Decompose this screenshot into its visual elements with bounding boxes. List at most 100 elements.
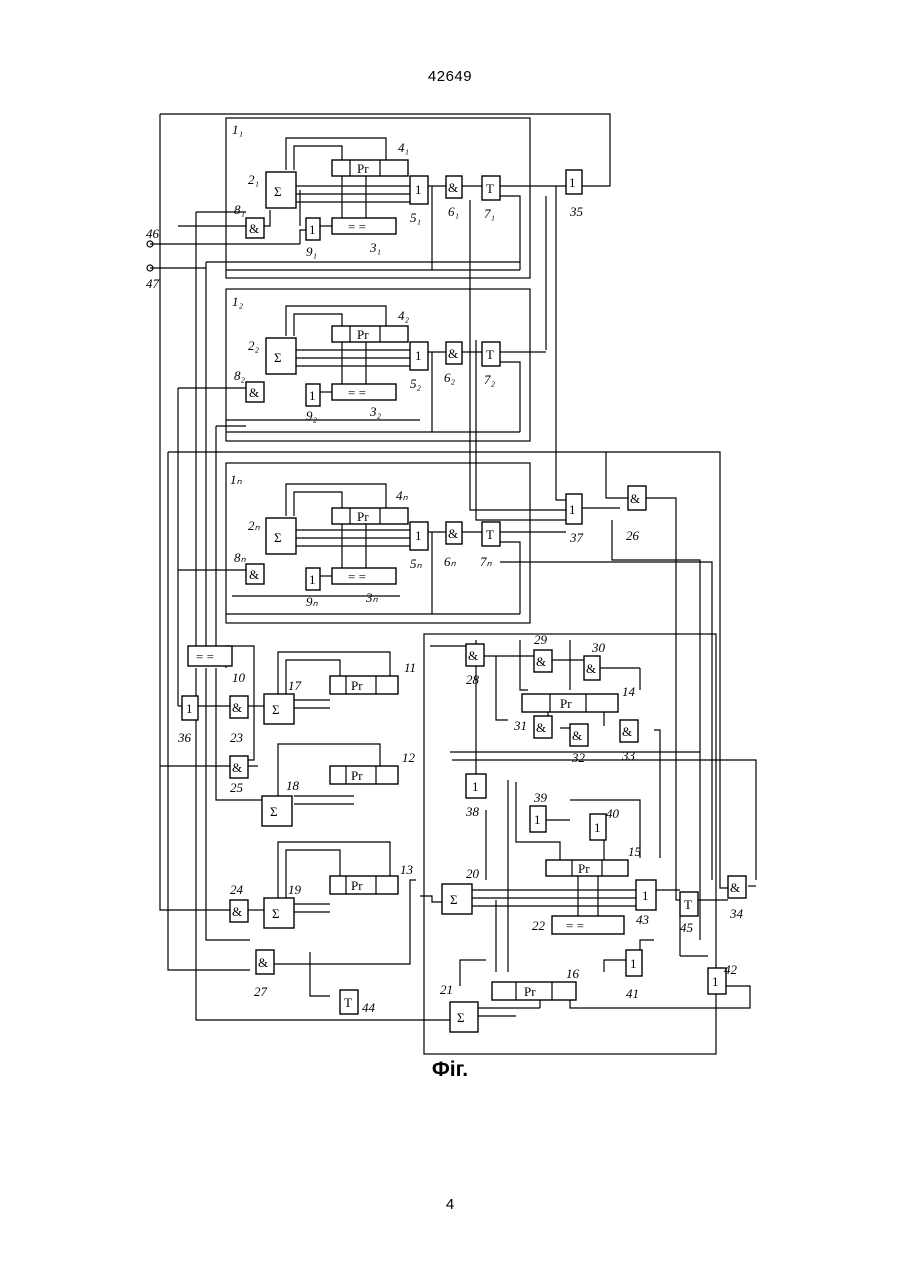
diagram-label: Σ [274,530,282,545]
diagram-label: 7₁ [484,206,495,221]
diagram-label: 1 [309,222,316,237]
diagram-label: = = [348,569,366,584]
diagram-label: Pr [351,878,363,893]
diagram-label: 1 [534,812,541,827]
diagram-label: & [468,648,478,663]
diagram-label: 8₂ [234,368,246,383]
diagram-label: & [730,880,740,895]
diagram-label: 23 [230,730,244,745]
diagram-label: 1 [569,175,576,190]
diagram-label: = = [196,649,214,664]
diagram-label: 28 [466,672,480,687]
diagram-label: 33 [621,748,636,763]
diagram-label: 2ₙ [248,518,261,533]
diagram-label: 5ₙ [410,556,423,571]
diagram-label: & [249,221,259,236]
register-4-2 [332,326,408,342]
diagram-label: Σ [272,906,280,921]
diagram-label: 5₁ [410,210,421,225]
diagram-label: 22 [532,918,546,933]
diagram-label: & [232,760,242,775]
diagram-label: Pr [357,327,369,342]
diagram-label: Pr [351,678,363,693]
compare-symbol: = = [348,219,366,234]
diagram-label: 1 [186,701,193,716]
diagram-label: 29 [534,632,548,647]
diagram-label: = = [348,385,366,400]
diagram-label: 32 [571,750,586,765]
diagram-label: & [630,491,640,506]
diagram-label: 20 [466,866,480,881]
diagram-label: 39 [533,790,548,805]
diagram-label: Σ [274,350,282,365]
register-4-n [332,508,408,524]
diagram-label: 1 [594,820,601,835]
register-11 [330,676,398,694]
diagram-label: 35 [569,204,584,219]
diagram-label: 1 [415,528,422,543]
diagram-label: 6₂ [444,370,456,385]
register-symbol: Pr [357,161,369,176]
diagram-label: 31 [513,718,527,733]
diagram-label: Σ [270,804,278,819]
diagram-label: & [232,904,242,919]
label-module-1: 1₁ [232,122,243,137]
diagram-label: 47 [146,276,160,291]
comparator-22 [552,916,624,934]
diagram-label: 18 [286,778,300,793]
register-13 [330,876,398,894]
register-4-1 [332,160,408,176]
diagram-label: 2₂ [248,338,260,353]
diagram-label: 1 [472,779,479,794]
diagram-label: 8₁ [234,202,245,217]
diagram-label: & [586,661,596,676]
and-symbol: & [448,180,458,195]
diagram-label: 3ₙ [365,590,379,605]
diagram-label: 6₁ [448,204,459,219]
diagram-label: 26 [626,528,640,543]
diagram-label: 4₁ [398,140,409,155]
register-12 [330,766,398,784]
diagram-label: & [622,724,632,739]
diagram-label: & [249,385,259,400]
figure-caption: Фіг. [0,1058,900,1082]
diagram-label: & [448,526,458,541]
diagram-label: 34 [729,906,744,921]
diagram-label: 2₁ [248,172,259,187]
diagram-label: 4₂ [398,308,410,323]
diagram-label: 1 [642,888,649,903]
diagram-label: Σ [272,702,280,717]
diagram-label: 42 [724,962,738,977]
diagram-label: 17 [288,678,302,693]
diagram-label: & [572,728,582,743]
diagram-label: 13 [400,862,414,877]
diagram-label: 37 [569,530,584,545]
sum-symbol: Σ [274,184,282,199]
diagram-label: Pr [357,509,369,524]
diagram-label: 27 [254,984,268,999]
diagram-label: T [684,897,692,912]
diagram-label: 1 [630,956,637,971]
diagram-label: & [249,567,259,582]
diagram-label: 38 [465,804,480,819]
diagram-label: 43 [636,912,650,927]
trigger-symbol: T [486,181,494,196]
diagram-label: 24 [230,882,244,897]
diagram-label: 1 [309,572,316,587]
diagram-label: Pr [524,984,536,999]
diagram-label: 3₂ [369,404,382,419]
diagram-label: 1 [712,974,719,989]
diagram-label: T [344,995,352,1010]
diagram-label: Pr [560,696,572,711]
diagram-label: 44 [362,1000,376,1015]
diagram-label: 14 [622,684,636,699]
diagram-label: 6ₙ [444,554,457,569]
label-module-2: 1₂ [232,294,244,309]
diagram-label: 25 [230,780,244,795]
or-symbol: 1 [415,182,422,197]
diagram-label: & [258,955,268,970]
diagram-label: 16 [566,966,580,981]
diagram-label: & [536,654,546,669]
diagram-label: 15 [628,844,642,859]
diagram-label: 7ₙ [480,554,493,569]
